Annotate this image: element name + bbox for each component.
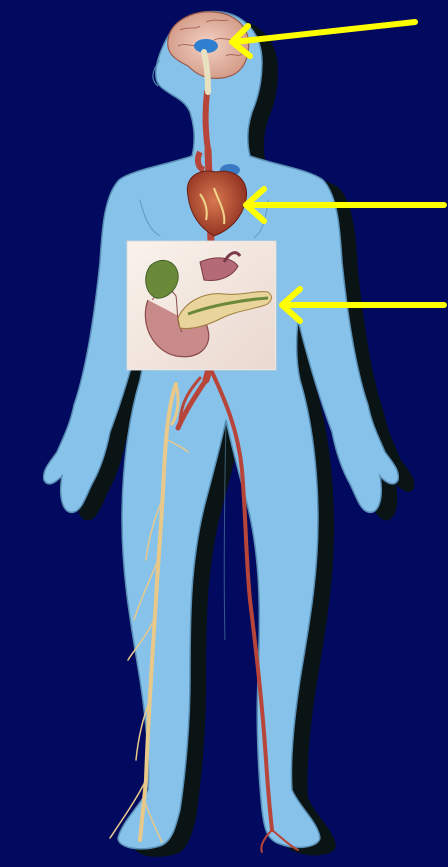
body-silhouette [44, 12, 399, 849]
pancreas-inset [127, 241, 276, 370]
